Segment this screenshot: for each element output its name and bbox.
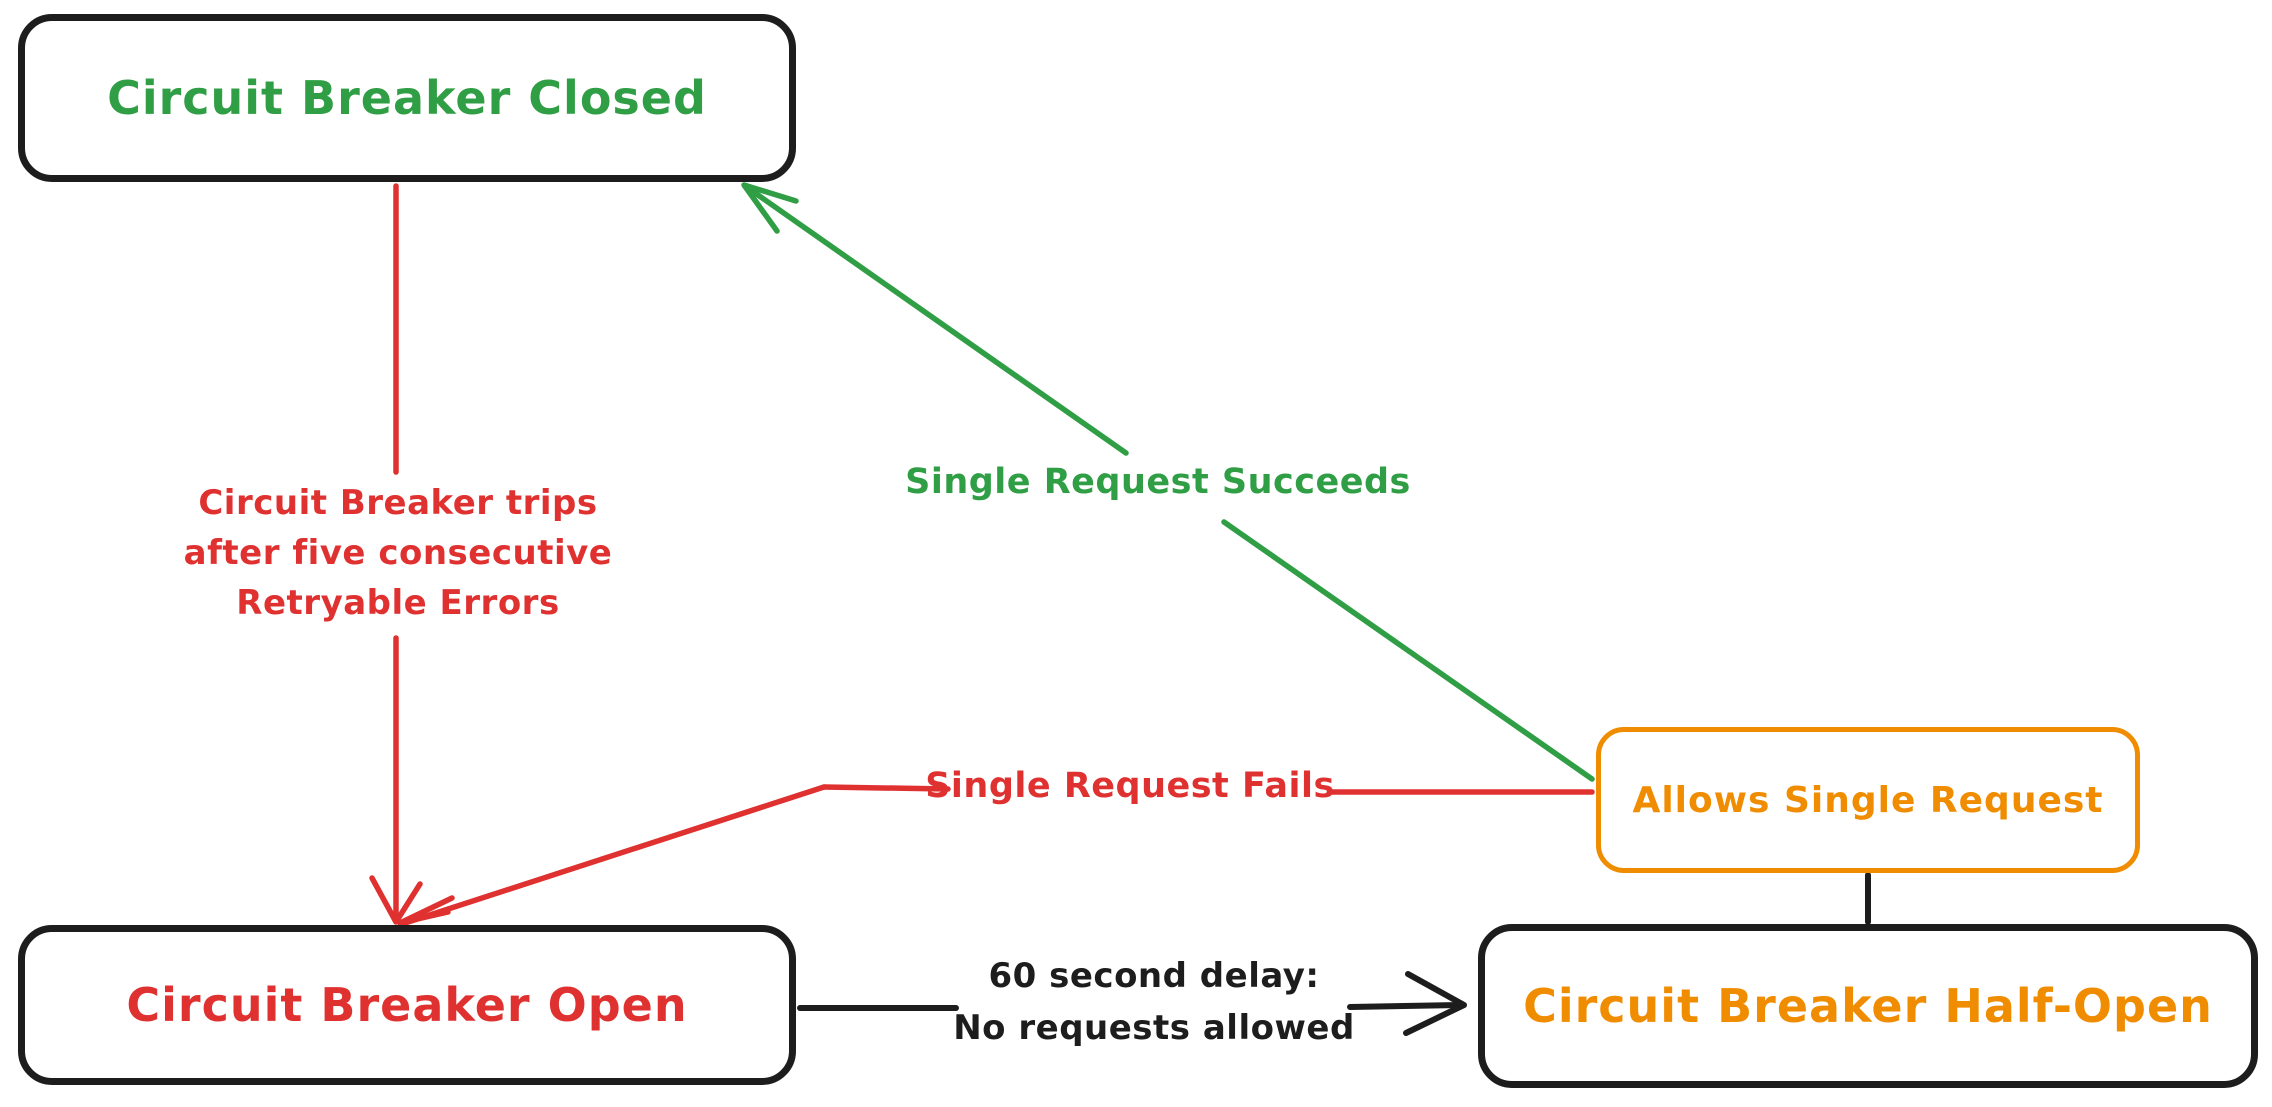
node-allows-single-request-label: Allows Single Request: [1632, 779, 2104, 821]
fails-edge-label: Single Request Fails: [925, 766, 1335, 806]
succeeds-arrow-upper-segment: [745, 185, 1129, 456]
node-circuit-breaker-half-open[interactable]: Circuit Breaker Half-Open: [1478, 924, 2258, 1088]
succeeds-arrow-lower-segment: [1221, 519, 1595, 782]
fails-arrow-diagonal-segment: [399, 784, 827, 927]
node-circuit-breaker-open-label: Circuit Breaker Open: [126, 978, 688, 1032]
delay-arrow-right-segment: [1347, 1002, 1463, 1010]
delay-edge-label-line-2: No requests allowed: [953, 1008, 1355, 1048]
succeeds-edge-label: Single Request Succeeds: [905, 462, 1411, 502]
node-circuit-breaker-open[interactable]: Circuit Breaker Open: [18, 925, 796, 1085]
fails-arrowhead: [397, 895, 455, 926]
trip-arrowhead: [369, 875, 423, 925]
trip-edge-label-line-1: Circuit Breaker trips: [198, 483, 598, 523]
delay-arrowhead: [1403, 971, 1467, 1036]
node-circuit-breaker-closed[interactable]: Circuit Breaker Closed: [18, 14, 796, 182]
delay-edge-label: 60 second delay: No requests allowed: [953, 950, 1355, 1054]
trip-edge-label: Circuit Breaker trips after five consecu…: [184, 478, 613, 628]
fails-arrow-mid-segment: [821, 784, 951, 792]
trip-edge-label-line-2: after five consecutive: [183, 533, 613, 573]
trip-edge-label-line-3: Retryable Errors: [236, 583, 560, 623]
node-circuit-breaker-half-open-label: Circuit Breaker Half-Open: [1523, 979, 2213, 1033]
node-allows-single-request[interactable]: Allows Single Request: [1596, 727, 2140, 873]
succeeds-arrowhead: [741, 182, 799, 234]
delay-edge-label-line-1: 60 second delay:: [988, 956, 1320, 996]
node-circuit-breaker-closed-label: Circuit Breaker Closed: [107, 71, 707, 125]
